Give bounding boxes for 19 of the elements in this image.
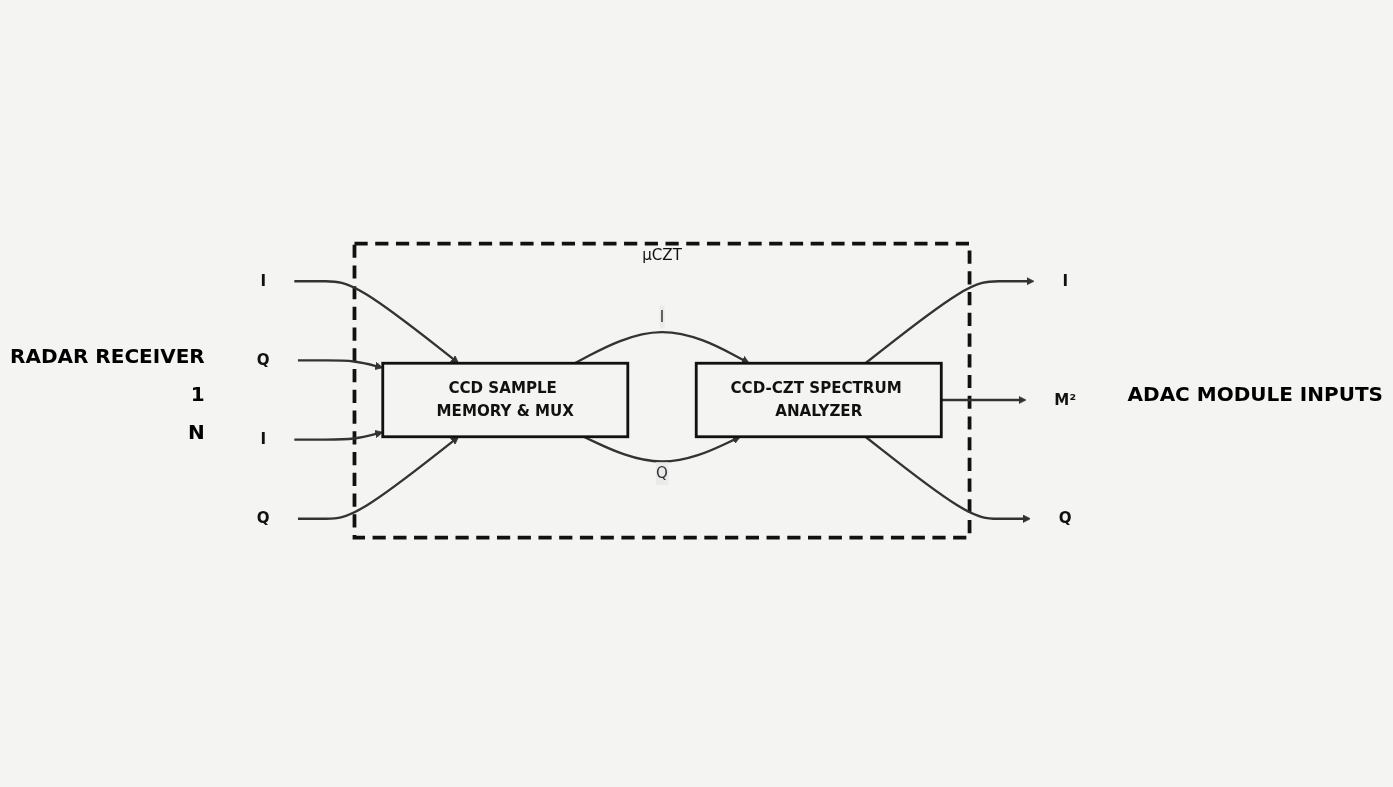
node-text: M² bbox=[1054, 390, 1076, 409]
arrow bbox=[941, 395, 1027, 404]
arrow bbox=[294, 429, 383, 441]
node-box: CCD SAMPLE MEMORY & MUX bbox=[381, 361, 629, 438]
arrow bbox=[297, 358, 383, 370]
node-box: CCD-CZT SPECTRUM ANALYZER bbox=[694, 361, 943, 438]
block-label: RADAR RECEIVER bbox=[10, 343, 205, 368]
edge-label: I bbox=[659, 307, 664, 326]
node-text: Q bbox=[256, 508, 270, 527]
channel-number: 1 bbox=[190, 381, 205, 406]
node-text: I bbox=[260, 271, 266, 290]
block-label: ADAC MODULE INPUTS bbox=[1127, 381, 1383, 406]
channel-number: N bbox=[187, 419, 205, 444]
arrow bbox=[297, 436, 459, 520]
node-text: I bbox=[1062, 271, 1068, 290]
edge-label: Q bbox=[655, 463, 668, 482]
node-text: Q bbox=[1058, 508, 1072, 527]
node-text: I bbox=[260, 429, 266, 448]
node-text: Q bbox=[256, 350, 270, 369]
